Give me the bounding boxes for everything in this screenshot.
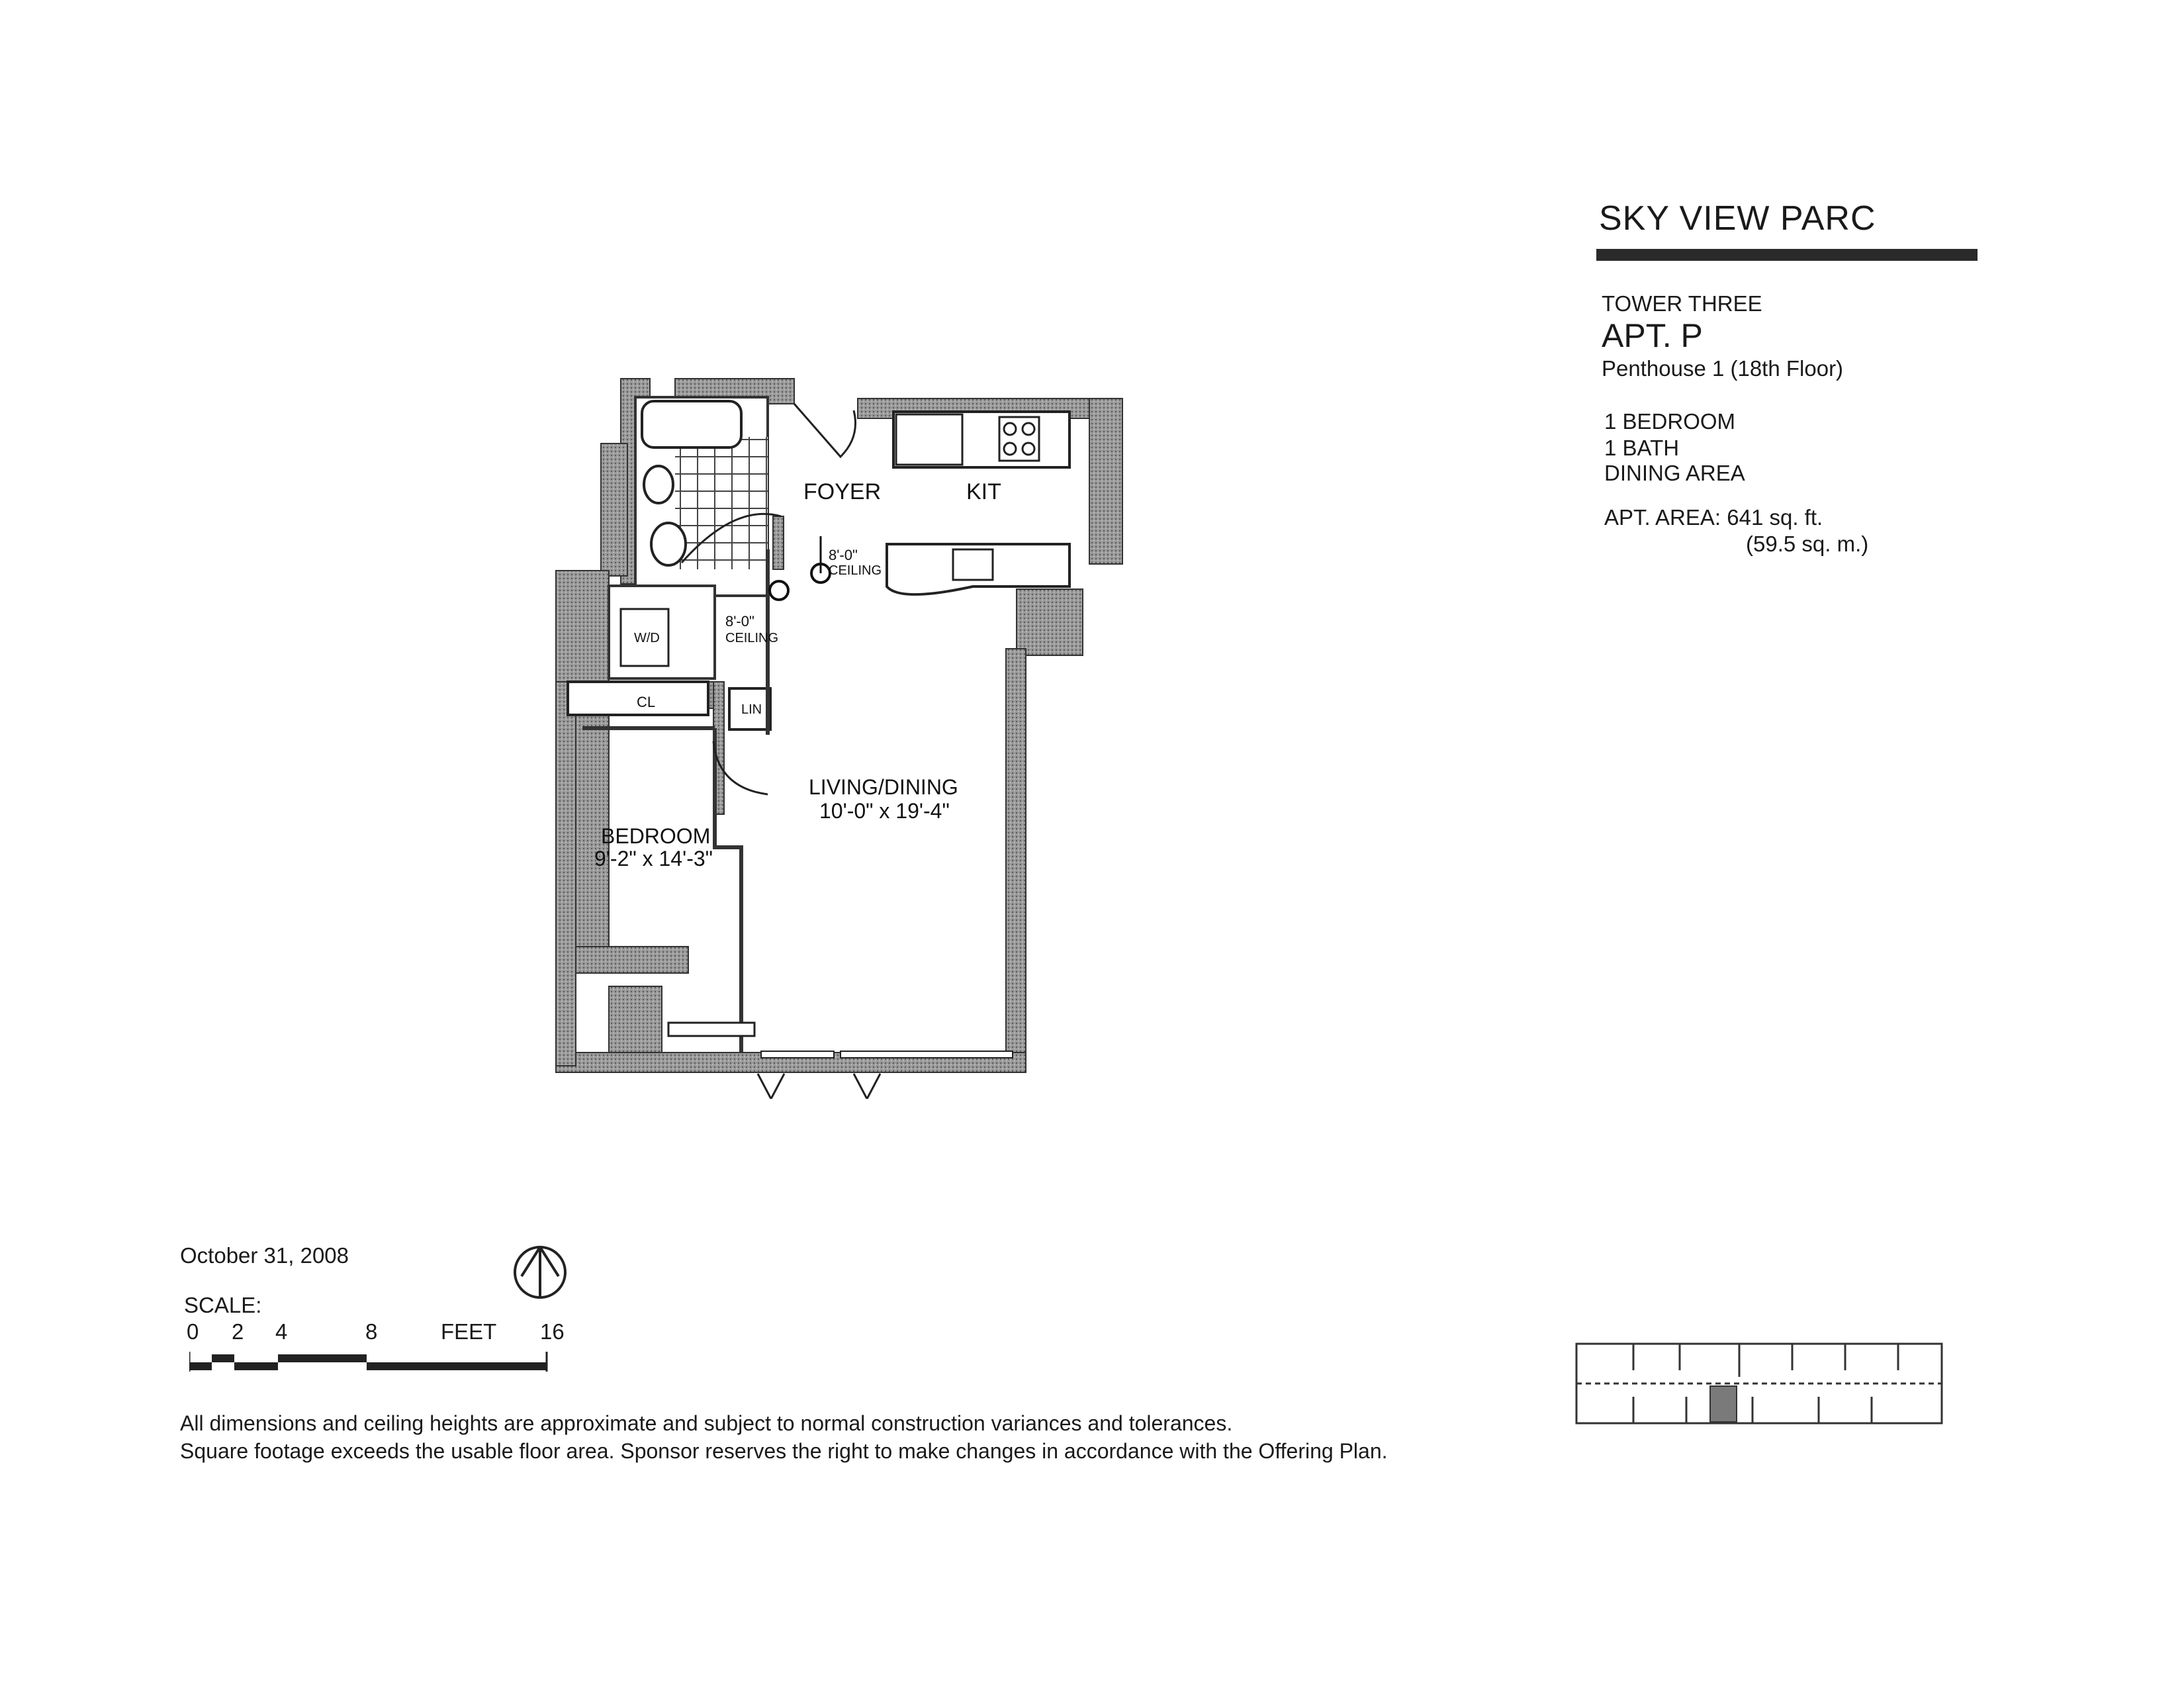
toilet-icon (650, 522, 687, 567)
balcony-door-icon (852, 1073, 882, 1099)
scale-tick-4: 4 (275, 1319, 288, 1344)
refrigerator-icon (895, 413, 964, 466)
label-living-dining: LIVING/DINING (809, 775, 958, 799)
key-plan-unit-highlight (1709, 1385, 1737, 1423)
disclaimer-line-1: All dimensions and ceiling heights are a… (180, 1411, 1233, 1435)
floor-key-plan (1575, 1342, 1943, 1425)
scale-tick-16: 16 (540, 1319, 565, 1344)
label-linen: LIN (741, 702, 762, 717)
spec-bath: 1 BATH (1604, 436, 1680, 460)
laundry-closet (567, 585, 772, 731)
closet (567, 680, 709, 716)
scale-label: SCALE: (184, 1293, 262, 1317)
floor-info: Penthouse 1 (18th Floor) (1602, 356, 1844, 381)
title-underline (1596, 249, 1978, 261)
label-bedroom-size: 9'-2" x 14'-3" (594, 847, 713, 870)
window (760, 1051, 835, 1058)
area-sqm: (59.5 sq. m.) (1746, 532, 1869, 556)
washer-dryer-icon (619, 608, 670, 667)
disclaimer-line-2: Square footage exceeds the usable floor … (180, 1439, 1388, 1463)
label-washer-dryer: W/D (634, 631, 660, 645)
bedroom-door-icon (712, 741, 768, 796)
linen-closet (728, 687, 772, 731)
floor-plan: FOYER KIT 8'-0" CEILING 8'-0" CEILING W/… (555, 378, 1123, 1099)
sink-icon (643, 465, 674, 504)
bathroom (634, 396, 782, 597)
plan-date: October 31, 2008 (180, 1243, 349, 1268)
ceiling-marker-icon (768, 580, 790, 601)
window (667, 1021, 756, 1037)
label-kitchen: KIT (966, 479, 1001, 504)
scale-bar (189, 1352, 548, 1372)
label-ceiling-height-1: 8'-0" (829, 547, 858, 563)
label-ceiling-2: CEILING (725, 631, 778, 645)
area-sqft: APT. AREA: 641 sq. ft. (1604, 505, 1823, 530)
scale-tick-8: 8 (365, 1319, 378, 1344)
label-bedroom: BEDROOM (601, 824, 710, 848)
spec-dining: DINING AREA (1604, 461, 1745, 485)
bathtub-icon (641, 400, 743, 449)
kitchen (886, 410, 1071, 596)
label-ceiling-height-2: 8'-0" (725, 613, 754, 630)
entry-door-icon (793, 403, 856, 459)
interior-walls (582, 549, 770, 1053)
tower-name: TOWER THREE (1602, 291, 1762, 316)
label-closet: CL (637, 694, 655, 710)
exterior-walls (555, 378, 1123, 1073)
spec-bedroom: 1 BEDROOM (1604, 409, 1736, 434)
balcony-door-icon (756, 1073, 786, 1099)
label-foyer: FOYER (803, 479, 881, 504)
apartment-name: APT. P (1602, 317, 1703, 354)
kitchen-sink-icon (952, 548, 994, 581)
scale-tick-2: 2 (232, 1319, 244, 1344)
north-arrow-icon (514, 1246, 567, 1299)
building-name: SKY VIEW PARC (1599, 199, 1876, 238)
scale-tick-0: 0 (187, 1319, 199, 1344)
stove-icon (998, 416, 1040, 462)
label-ceiling-1: CEILING (829, 563, 882, 578)
window (840, 1051, 1013, 1058)
label-living-dining-size: 10'-0" x 19'-4" (819, 799, 950, 823)
scale-unit: FEET (441, 1319, 497, 1344)
